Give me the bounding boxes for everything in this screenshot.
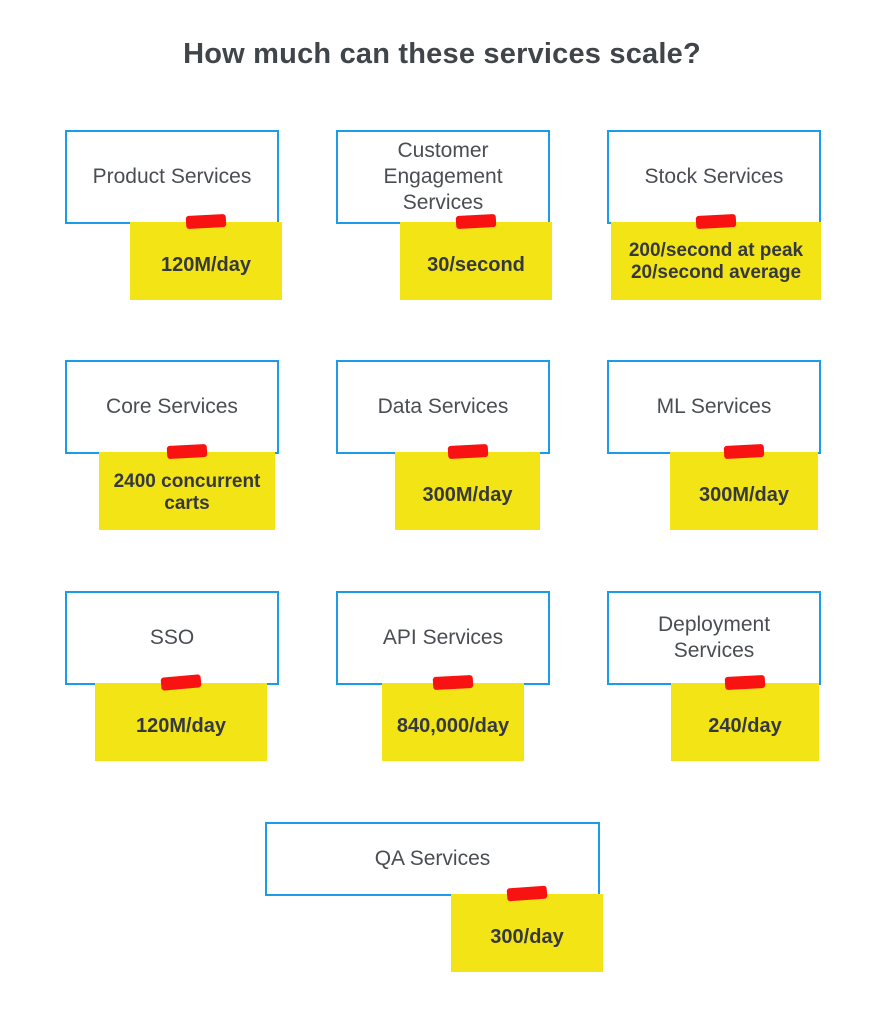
sticky-note-label: 240/day (708, 715, 781, 738)
sticky-note: 120M/day (95, 674, 267, 761)
tape-icon (185, 213, 227, 230)
sticky-note-label: 120M/day (161, 254, 251, 277)
sticky-note-label: 300M/day (699, 484, 789, 507)
service-label: Core Services (106, 394, 238, 418)
service-box: Customer Engagement Services (336, 130, 550, 224)
service-box: SSO (65, 591, 279, 685)
service-label: ML Services (656, 394, 772, 418)
tape-icon (432, 674, 474, 691)
service-label: Deployment Services (657, 612, 771, 662)
sticky-note: 120M/day (130, 213, 282, 300)
service-box: Data Services (336, 360, 550, 454)
service-card-qa-services: QA Services 300/day (265, 822, 603, 972)
tape-icon (724, 674, 766, 691)
sticky-note-line: 2400 concurrent (113, 471, 261, 493)
sticky-note: 240/day (671, 674, 819, 761)
service-box: Deployment Services (607, 591, 821, 685)
service-label: SSO (149, 625, 195, 649)
sticky-note-label: 300M/day (422, 484, 512, 507)
tape-icon (506, 885, 548, 902)
service-label: QA Services (374, 846, 491, 870)
service-box: Core Services (65, 360, 279, 454)
sticky-note: 300/day (451, 885, 603, 972)
sticky-note: 840,000/day (382, 674, 524, 761)
sticky-note-label: 300/day (490, 926, 563, 949)
service-card-api-services: API Services 840,000/day (336, 591, 550, 761)
sticky-note-line: 240/day (708, 714, 782, 737)
sticky-note: 300M/day (670, 443, 818, 530)
sticky-note-label: 840,000/day (397, 715, 509, 738)
sticky-note-label: 30/second (427, 254, 525, 277)
service-label: Product Services (92, 164, 252, 188)
tape-icon (447, 443, 488, 460)
page-title: How much can these services scale? (183, 38, 701, 70)
service-card-sso: SSO 120M/day (65, 591, 279, 761)
service-box: Stock Services (607, 130, 821, 224)
sticky-note-line: 300M/day (422, 483, 513, 506)
sticky-note-line: 20/second average (630, 262, 802, 283)
service-box: ML Services (607, 360, 821, 454)
tape-icon (166, 443, 208, 460)
service-card-ml-services: ML Services 300M/day (607, 360, 821, 530)
tape-icon (695, 213, 737, 230)
service-card-customer-engagement-services: Customer Engagement Services 30/second (336, 130, 552, 300)
sticky-note-line: 300/day (490, 925, 564, 948)
service-box: API Services (336, 591, 550, 685)
service-box: QA Services (265, 822, 600, 896)
tape-icon (723, 443, 765, 460)
service-label: Data Services (377, 394, 509, 418)
sticky-note-line: 30/second (427, 253, 525, 276)
sticky-note-line: 300M/day (698, 483, 790, 506)
tape-icon (455, 213, 497, 230)
service-label: Customer Engagement Services (383, 138, 503, 215)
sticky-note-line: 200/second at peak (628, 240, 804, 262)
sticky-note: 300M/day (395, 443, 540, 530)
tape-icon (160, 674, 202, 691)
service-card-deployment-services: Deployment Services 240/day (607, 591, 821, 761)
service-card-product-services: Product Services 120M/day (65, 130, 282, 300)
sticky-note-line: 120M/day (160, 253, 252, 276)
sticky-note-line: 120M/day (135, 714, 227, 737)
service-card-data-services: Data Services 300M/day (336, 360, 550, 530)
sticky-note-label: 120M/day (136, 715, 226, 738)
service-label: API Services (382, 625, 504, 649)
sticky-note-line: 840,000/day (396, 714, 510, 737)
service-box: Product Services (65, 130, 279, 224)
sticky-note-line: carts (164, 493, 210, 514)
sticky-note: 30/second (400, 213, 552, 300)
service-label: Stock Services (644, 164, 784, 188)
